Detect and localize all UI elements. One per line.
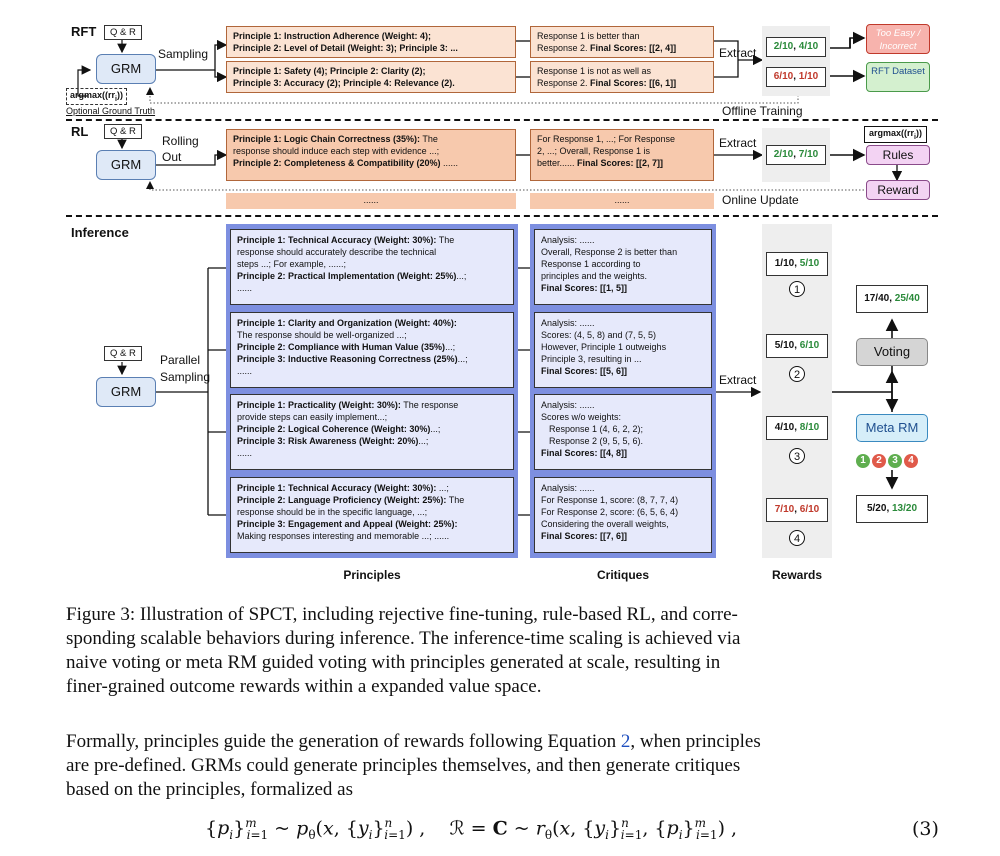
body-paragraph: Formally, principles guide the generatio…	[66, 731, 761, 800]
label-online-update: Online Update	[722, 193, 799, 207]
inference-principle-box-3: Principle 1: Practicality (Weight: 30%):…	[230, 394, 514, 470]
column-title-principles: Principles	[343, 568, 401, 582]
meta-circle-2: 2	[872, 454, 886, 468]
meta-result-box: 5/20, 13/20	[856, 495, 928, 523]
rft-reward-1: 2/10, 4/10	[766, 37, 826, 57]
rl-reward: 2/10, 7/10	[766, 145, 826, 165]
vote-result-box: 17/40, 25/40	[856, 285, 928, 313]
separator-rl-inference	[66, 215, 938, 217]
voting-box: Voting	[856, 338, 928, 366]
label-parallel: Parallel	[160, 353, 201, 367]
section-label-rft: RFT	[71, 24, 97, 39]
inference-reward-1: 1/10, 5/10	[766, 252, 828, 276]
inference-principle-box-4: Principle 1: Technical Accuracy (Weight:…	[230, 477, 514, 553]
section-label-inference: Inference	[71, 225, 129, 240]
rft-dataset-box: RFT Dataset	[866, 62, 930, 92]
inference-principle-box-2: Principle 1: Clarity and Organization (W…	[230, 312, 514, 388]
inference-critique-box-4: Analysis: ......For Response 1, score: (…	[534, 477, 712, 553]
grm-box-inference: GRM	[96, 377, 156, 407]
label-extract-rft: Extract	[719, 46, 757, 60]
label-parallel-sampling: Sampling	[160, 370, 211, 384]
reward-index-2: 2	[789, 366, 805, 382]
grm-box-rft: GRM	[96, 54, 156, 84]
meta-circle-4: 4	[904, 454, 918, 468]
equation-number: (3)	[912, 818, 939, 840]
inference-principle-box-1: Principle 1: Technical Accuracy (Weight:…	[230, 229, 514, 305]
rft-principle-box-1: Principle 1: Instruction Adherence (Weig…	[226, 26, 516, 58]
section-label-rl: RL	[71, 124, 89, 139]
inference-critique-box-2: Analysis: ......Scores: (4, 5, 8) and (7…	[534, 312, 712, 388]
label-rolling: Rolling	[162, 134, 199, 148]
label-optional-ground-truth: Optional Ground Truth	[66, 106, 156, 116]
label-offline-training: Offline Training	[722, 104, 803, 118]
rules-box: Rules	[866, 145, 930, 165]
argmax-box-rl: argmax((rri))	[864, 126, 927, 143]
reward-index-3: 3	[789, 448, 805, 464]
equation-ref-link[interactable]: 2	[620, 731, 631, 752]
reward-box: Reward	[866, 180, 930, 200]
separator-rft-rl	[66, 119, 938, 121]
rl-principle-box: Principle 1: Logic Chain Correctness (35…	[226, 129, 516, 181]
label-extract-inference: Extract	[719, 373, 757, 387]
reward-index-4: 4	[789, 530, 805, 546]
rft-principle-box-2: Principle 1: Safety (4); Principle 2: Cl…	[226, 61, 516, 93]
label-sampling: Sampling	[158, 47, 209, 61]
column-title-rewards: Rewards	[771, 568, 823, 582]
qa-box-rft: Q & R	[104, 25, 142, 40]
rl-critique-more: ......	[530, 193, 714, 209]
rl-principle-more: ......	[226, 193, 516, 209]
inference-reward-3: 4/10, 8/10	[766, 416, 828, 440]
inference-reward-4: 7/10, 6/10	[766, 498, 828, 522]
qa-box-inference: Q & R	[104, 346, 142, 361]
meta-rm-box: Meta RM	[856, 414, 928, 442]
inference-critique-box-1: Analysis: ......Overall, Response 2 is b…	[534, 229, 712, 305]
rft-reward-2: 6/10, 1/10	[766, 67, 826, 87]
label-out: Out	[162, 150, 182, 164]
column-title-critiques: Critiques	[596, 568, 649, 582]
label-extract-rl: Extract	[719, 136, 757, 150]
reward-index-1: 1	[789, 281, 805, 297]
argmax-box-rft: argmax((rri))	[66, 88, 127, 105]
too-easy-incorrect-box: Too Easy / Incorrect	[866, 24, 930, 54]
meta-circle-1: 1	[856, 454, 870, 468]
figure-caption: Figure 3: Illustration of SPCT, includin…	[66, 604, 741, 697]
qa-box-rl: Q & R	[104, 124, 142, 139]
inference-reward-2: 5/10, 6/10	[766, 334, 828, 358]
inference-critique-box-3: Analysis: ......Scores w/o weights: Resp…	[534, 394, 712, 470]
equation-3: {pi}mi=1 ~ pθ(x, {yi}ni=1) , ℛ = C ~ rθ(…	[205, 816, 738, 843]
grm-box-rl: GRM	[96, 150, 156, 180]
meta-circle-3: 3	[888, 454, 902, 468]
